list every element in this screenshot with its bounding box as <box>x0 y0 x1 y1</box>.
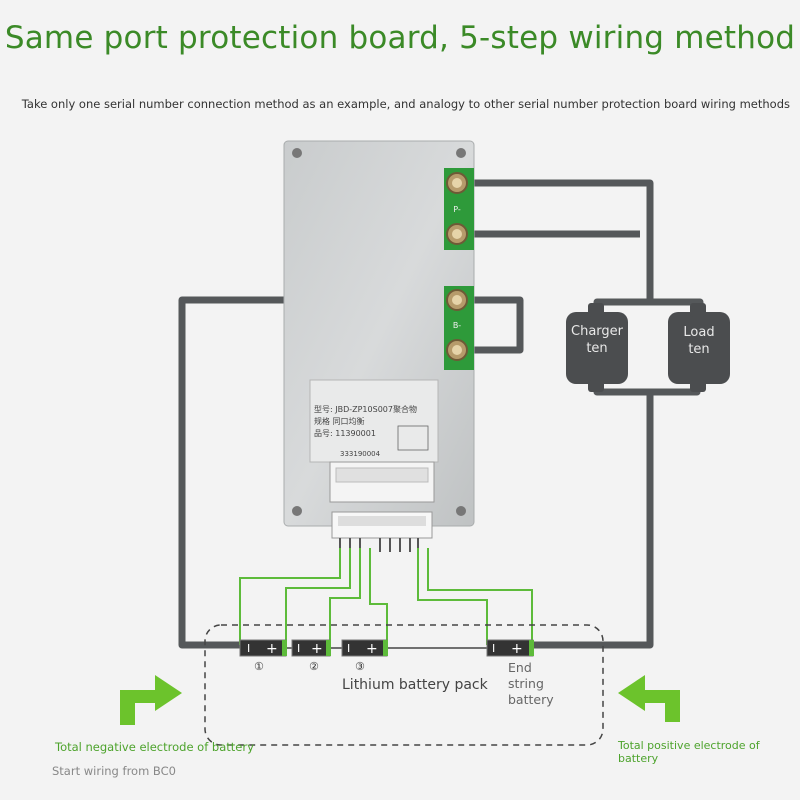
battery-cell-1 <box>239 639 287 657</box>
cell-number-2: ② <box>309 660 319 673</box>
start-wiring-label: Start wiring from BC0 <box>52 764 176 778</box>
battery-pack-outline <box>204 624 604 746</box>
page-subtitle: Take only one serial number connection m… <box>21 97 790 111</box>
positive-arrow-icon <box>618 675 680 722</box>
svg-text:I: I <box>347 642 350 655</box>
negative-arrow-icon <box>120 675 182 725</box>
end-string-label: End string battery <box>508 660 554 707</box>
svg-text:+: + <box>311 641 323 657</box>
charger-box <box>566 303 628 392</box>
balance-wires <box>239 548 533 645</box>
balance-connector <box>329 461 435 539</box>
cell-number-1: ① <box>254 660 264 673</box>
battery-pack-label: Lithium battery pack <box>342 677 488 693</box>
charger-label: Charger ten <box>571 324 623 356</box>
svg-text:I: I <box>492 642 495 655</box>
sticker-model: 型号: JBD-ZP10S007聚合物 <box>314 404 417 414</box>
svg-text:+: + <box>511 641 523 657</box>
cell-number-3: ③ <box>355 660 365 673</box>
protection-board: P- B- 型号: JBD-ZP10S007聚合物 规格 同口均衡 品号: 11… <box>283 140 475 539</box>
b-minus-terminal: B- <box>446 289 468 361</box>
sticker-spec: 规格 同口均衡 <box>314 416 365 426</box>
load-box <box>668 303 730 392</box>
svg-text:I: I <box>297 642 300 655</box>
battery-cell-2 <box>291 639 331 657</box>
board-sticker: 型号: JBD-ZP10S007聚合物 规格 同口均衡 品号: 11390001… <box>309 379 439 463</box>
page-title: Same port protection board, 5-step wirin… <box>4 20 796 56</box>
cell-polarity-marks: I + I + I + I + <box>247 641 523 657</box>
balance-lead-stubs <box>339 538 419 552</box>
p-minus-label: P- <box>453 205 461 214</box>
battery-cell-end <box>486 639 534 657</box>
battery-cell-3 <box>341 639 388 657</box>
p-minus-terminal: P- <box>446 172 468 245</box>
sticker-part: 品号: 11390001 <box>314 429 376 438</box>
svg-text:+: + <box>366 641 378 657</box>
b-minus-label: B- <box>453 321 461 330</box>
svg-text:+: + <box>266 641 278 657</box>
sticker-code: 333190004 <box>340 450 381 458</box>
load-label: Load ten <box>683 325 715 357</box>
total-positive-label: Total positive electrode of battery <box>618 739 760 765</box>
total-negative-label: Total negative electrode of battery <box>55 740 254 754</box>
svg-text:I: I <box>247 642 250 655</box>
